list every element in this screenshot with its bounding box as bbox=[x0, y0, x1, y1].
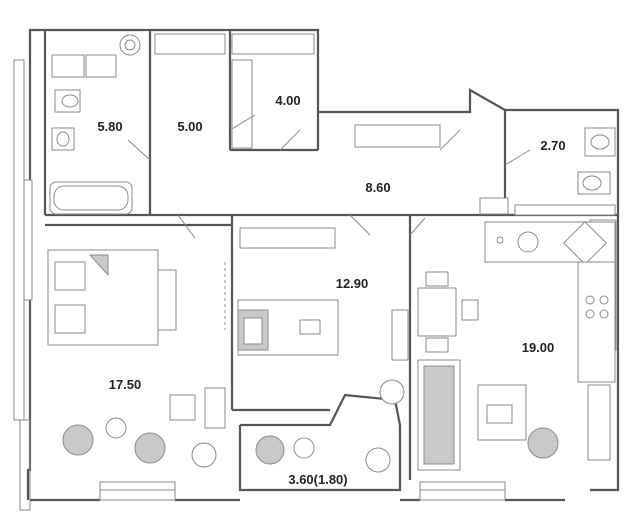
room-area-kitchen-living: 19.00 bbox=[522, 340, 555, 355]
wc-fixtures bbox=[577, 127, 616, 195]
room-area-hallway: 8.60 bbox=[365, 180, 390, 195]
bedroom-1-furniture bbox=[47, 249, 226, 468]
room-area-wc: 2.70 bbox=[540, 138, 565, 153]
wardrobe-shelving bbox=[154, 33, 441, 249]
doors bbox=[127, 114, 531, 239]
room-area-wardrobe-2: 4.00 bbox=[275, 93, 300, 108]
room-area-wardrobe-1: 5.00 bbox=[177, 119, 202, 134]
room-labels: 5.80 5.00 4.00 2.70 8.60 12.90 19.00 17.… bbox=[97, 93, 565, 487]
balcony-furniture bbox=[255, 435, 391, 473]
room-area-bedroom-2: 12.90 bbox=[336, 276, 369, 291]
bathroom-fixtures bbox=[49, 34, 141, 215]
kitchen-fixtures bbox=[479, 197, 616, 461]
room-area-balcony: 3.60(1.80) bbox=[288, 472, 347, 487]
living-furniture bbox=[417, 271, 559, 471]
balcony bbox=[238, 393, 402, 492]
bedroom-2-furniture bbox=[237, 299, 409, 405]
room-area-bedroom-1: 17.50 bbox=[109, 377, 142, 392]
room-area-bathroom: 5.80 bbox=[97, 119, 122, 134]
